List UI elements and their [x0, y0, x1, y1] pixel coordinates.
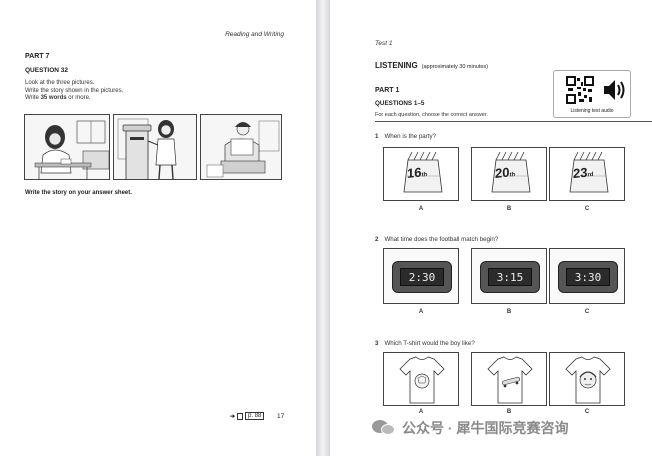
calendar-date-text: 20th: [495, 164, 516, 182]
option-label-b: B: [506, 206, 512, 212]
calendar-date-text: 23rd: [573, 164, 594, 182]
test-header: Test 1: [375, 40, 393, 47]
task-instructions: Look at the three pictures. Write the st…: [25, 80, 123, 103]
speaker-icon[interactable]: [602, 77, 626, 103]
clock-display: 3:15: [488, 268, 532, 286]
option-label-b: B: [506, 409, 512, 415]
story-picture-2: [113, 114, 197, 180]
instruction-line: Write 35 words or more.: [25, 95, 91, 101]
option-2c-clock[interactable]: 3:30: [549, 248, 625, 304]
right-page: Test 1 LISTENING (approximately 30 minut…: [330, 0, 652, 456]
clock-display: 3:30: [566, 268, 610, 286]
book-gutter: [316, 0, 330, 456]
option-1c-calendar[interactable]: 23rd: [549, 147, 625, 201]
option-1a-calendar[interactable]: 16th: [383, 147, 459, 201]
option-label-a: A: [418, 309, 424, 315]
page-number: 17: [277, 413, 285, 420]
story-picture-3: [200, 114, 282, 180]
story-picture-1: [24, 114, 110, 180]
calendar-date-text: 16th: [407, 164, 428, 182]
watermark-text: 公众号 · 犀牛国际竞赛咨询: [402, 420, 569, 436]
divider: [375, 121, 652, 122]
part-heading: PART 1: [375, 87, 400, 94]
option-2b-clock[interactable]: 3:15: [471, 248, 547, 304]
audio-box[interactable]: Listening test audio: [553, 70, 631, 118]
instruction-line: Write the story shown in the pictures.: [25, 87, 124, 94]
option-3c-tshirt[interactable]: [549, 352, 625, 406]
qr-code-icon[interactable]: [566, 76, 594, 104]
option-label-c: C: [584, 309, 590, 315]
left-page: Reading and Writing PART 7 QUESTION 32 L…: [0, 0, 316, 456]
running-header: Reading and Writing: [225, 31, 284, 38]
option-3a-tshirt[interactable]: [383, 352, 459, 406]
option-label-b: B: [506, 309, 512, 315]
option-3b-tshirt[interactable]: [471, 352, 547, 406]
page-reference: ➔ p. 88: [230, 412, 265, 420]
option-1b-calendar[interactable]: 20th: [471, 147, 547, 201]
instruction-text: For each question, choose the correct an…: [375, 112, 488, 118]
option-label-a: A: [418, 409, 424, 415]
arrow-right-icon: ➔: [230, 413, 236, 420]
watermark: 公众号 · 犀牛国际竞赛咨询: [372, 418, 568, 438]
audio-label: Listening test audio: [570, 108, 614, 114]
listening-title: LISTENING (approximately 30 minutes): [375, 61, 488, 70]
answer-sheet-note: Write the story on your answer sheet.: [25, 190, 132, 196]
questions-range: QUESTIONS 1–5: [375, 100, 425, 107]
page-ref-link[interactable]: p. 88: [245, 412, 265, 420]
wechat-icon: [372, 419, 396, 437]
section-title: LISTENING: [375, 61, 418, 70]
option-label-a: A: [418, 206, 424, 212]
book-icon: [237, 412, 244, 420]
option-2a-clock[interactable]: 2:30: [383, 248, 459, 304]
skateboard-icon: [501, 376, 521, 386]
option-label-c: C: [584, 409, 590, 415]
part-heading: PART 7: [25, 53, 50, 60]
question-heading: QUESTION 32: [25, 67, 68, 74]
instruction-line: Look at the three pictures.: [25, 80, 95, 86]
duration-text: (approximately 30 minutes): [421, 64, 489, 70]
option-label-c: C: [584, 206, 590, 212]
clock-display: 2:30: [400, 268, 444, 286]
